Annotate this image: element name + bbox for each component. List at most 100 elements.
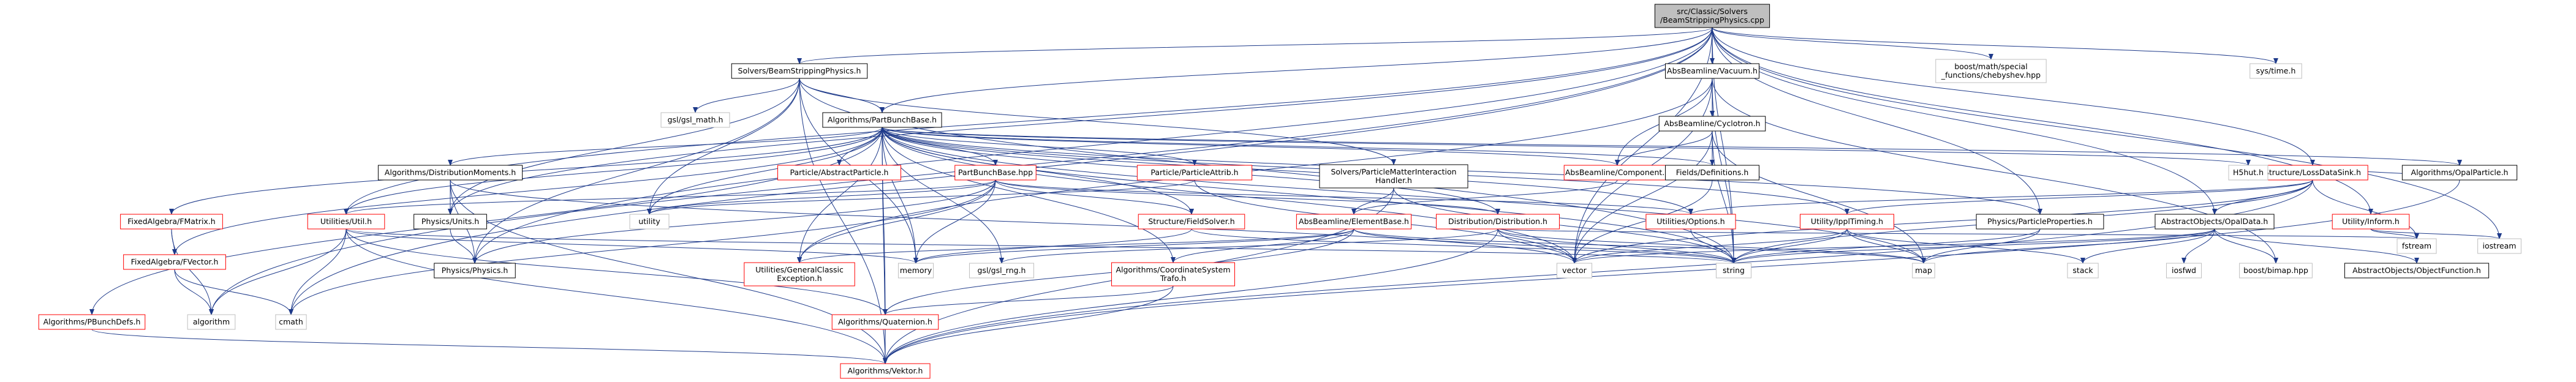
node-abspart[interactable]: Particle/AbstractParticle.h xyxy=(777,165,901,181)
node-opalpart[interactable]: Algorithms/OpalParticle.h xyxy=(2401,165,2518,181)
node-pmih[interactable]: Solvers/ParticleMatterInteractionHandler… xyxy=(1319,164,1468,189)
edge-pbbhpp-to-memory xyxy=(913,179,996,264)
node-map[interactable]: map xyxy=(1912,263,1935,279)
node-box xyxy=(1136,165,1253,181)
node-fields[interactable]: Fields/Definitions.h xyxy=(1665,165,1759,181)
node-iosfwd[interactable]: iosfwd xyxy=(2166,263,2202,279)
node-box xyxy=(1436,214,1560,230)
edge-inform-to-iostream xyxy=(2370,228,2502,239)
node-algorithm[interactable]: algorithm xyxy=(187,314,236,330)
node-label: Algorithms/CoordinateSystem xyxy=(1116,265,1230,274)
node-opaldata[interactable]: AbstractObjects/OpalData.h xyxy=(2155,214,2275,230)
node-physunits[interactable]: Physics/Units.h xyxy=(414,214,487,230)
node-systime[interactable]: sys/time.h xyxy=(2249,63,2302,79)
node-absvac[interactable]: AbsBeamline/Vacuum.h xyxy=(1665,63,1759,79)
edge-cyclotron-to-vector xyxy=(1572,130,1713,264)
node-bitmap[interactable]: boost/bimap.hpp xyxy=(2239,263,2313,279)
node-box xyxy=(660,112,730,128)
node-pbbhpp[interactable]: PartBunchBase.hpp xyxy=(954,165,1037,181)
node-distmom[interactable]: Algorithms/DistributionMoments.h xyxy=(377,165,523,181)
node-box xyxy=(1658,116,1766,132)
node-label: boost/bimap.hpp xyxy=(2243,266,2308,275)
graph-nodes: src/Classic/Solvers/BeamStrippingPhysics… xyxy=(38,4,2521,379)
node-vector[interactable]: vector xyxy=(1556,263,1593,279)
edge-root-to-inform xyxy=(1712,27,2373,215)
node-bsphys[interactable]: Solvers/BeamStrippingPhysics.h xyxy=(731,63,868,79)
node-box xyxy=(731,63,868,79)
node-fieldsolver[interactable]: Structure/FieldSolver.h xyxy=(1138,214,1245,230)
node-box xyxy=(2332,214,2410,230)
node-box xyxy=(777,165,901,181)
node-elembase[interactable]: AbsBeamline/ElementBase.h xyxy=(1296,214,1412,230)
node-stack[interactable]: stack xyxy=(2067,263,2099,279)
edge-cyclotron-to-map xyxy=(1712,130,1926,264)
edge-opaldata-to-map xyxy=(1921,228,2215,264)
node-partattrib[interactable]: Particle/ParticleAttrib.h xyxy=(1136,165,1253,181)
node-cyclotron[interactable]: AbsBeamline/Cyclotron.h xyxy=(1658,116,1766,132)
edge-lossds-to-vector xyxy=(1572,179,2313,264)
edge-pbb-to-map xyxy=(882,127,1926,264)
node-fixvec[interactable]: FixedAlgebra/FVector.h xyxy=(123,254,226,270)
edge-root-to-pbb xyxy=(880,27,1713,113)
edge-root-to-systime xyxy=(1712,27,2278,64)
node-pbb[interactable]: Algorithms/PartBunchBase.h xyxy=(822,112,942,128)
node-label: AbsBeamline/Vacuum.h xyxy=(1667,66,1758,75)
edge-root-to-lossds xyxy=(1712,27,2315,166)
node-root[interactable]: src/Classic/Solvers/BeamStrippingPhysics… xyxy=(1654,4,1770,28)
node-box xyxy=(840,363,931,379)
edge-pbbhpp-to-utility xyxy=(647,179,996,215)
node-ipptiming[interactable]: Utility/IpplTiming.h xyxy=(1800,214,1894,230)
node-physphys[interactable]: Physics/Physics.h xyxy=(434,263,516,279)
node-inform[interactable]: Utility/Inform.h xyxy=(2332,214,2410,230)
node-label: utility xyxy=(638,217,660,226)
node-options[interactable]: Utilities/Options.h xyxy=(1645,214,1736,230)
node-glmath[interactable]: gsl/gsl_math.h xyxy=(660,112,730,128)
edge-fixvec-to-cmath xyxy=(174,269,293,315)
node-memory[interactable]: memory xyxy=(897,263,934,279)
edge-cyclotron-to-component xyxy=(1615,130,1713,166)
node-box xyxy=(1665,165,1759,181)
node-iostream[interactable]: iostream xyxy=(2477,238,2521,254)
node-cmath[interactable]: cmath xyxy=(275,314,307,330)
node-box xyxy=(120,214,223,230)
edge-bsphys-to-utility xyxy=(647,78,800,215)
node-quaternion[interactable]: Algorithms/Quaternion.h xyxy=(831,314,939,330)
node-label: Distribution/Distribution.h xyxy=(1448,217,1547,226)
edge-root-to-chebyshev xyxy=(1712,27,1993,60)
node-h5hut[interactable]: H5hut.h xyxy=(2228,165,2268,181)
edge-pbb-to-memory xyxy=(882,127,918,264)
edge-physunits-to-physphys xyxy=(450,228,477,264)
node-gslrng[interactable]: gsl/gsl_rng.h xyxy=(969,263,1035,279)
node-fixmat[interactable]: FixedAlgebra/FMatrix.h xyxy=(120,214,223,230)
node-pbdefs[interactable]: Algorithms/PBunchDefs.h xyxy=(38,314,146,330)
edge-ipptiming-to-stack xyxy=(1846,228,2085,264)
node-vektor[interactable]: Algorithms/Vektor.h xyxy=(840,363,931,379)
node-box xyxy=(38,314,146,330)
node-label: Utilities/GeneralClassic xyxy=(755,265,844,274)
edge-bsphys-to-physunits xyxy=(448,78,800,215)
node-component[interactable]: AbsBeamline/Component.h xyxy=(1563,165,1671,181)
edge-pbb-to-h5hut xyxy=(882,127,2251,166)
edge-root-to-physunits xyxy=(448,27,1713,215)
node-box xyxy=(831,314,939,330)
node-box xyxy=(2249,63,2302,79)
node-box xyxy=(2477,238,2521,254)
node-lossds[interactable]: Structure/LossDataSink.h xyxy=(2257,165,2368,181)
node-label: Solvers/BeamStrippingPhysics.h xyxy=(738,66,861,75)
edge-fieldsolver-to-memory xyxy=(913,228,1192,264)
node-string[interactable]: string xyxy=(1715,263,1752,279)
node-utility[interactable]: utility xyxy=(629,214,670,230)
edge-fieldsolver-to-string xyxy=(1191,228,1736,264)
node-chebyshev[interactable]: boost/math/special_functions/chebyshev.h… xyxy=(1935,59,2047,83)
edge-pbb-to-pbdefs xyxy=(89,127,883,315)
node-label: Solvers/ParticleMatterInteraction xyxy=(1331,167,1456,176)
node-objfunc[interactable]: AbstractObjects/ObjectFunction.h xyxy=(2344,263,2490,279)
node-distribution[interactable]: Distribution/Distribution.h xyxy=(1436,214,1560,230)
node-utilutil[interactable]: Utilities/Util.h xyxy=(307,214,385,230)
edge-lossds-to-options xyxy=(1688,179,2313,215)
edge-opaldata-to-vector xyxy=(1572,228,2215,264)
node-fstream[interactable]: fstream xyxy=(2397,238,2437,254)
node-physprop[interactable]: Physics/ParticleProperties.h xyxy=(1976,214,2104,230)
